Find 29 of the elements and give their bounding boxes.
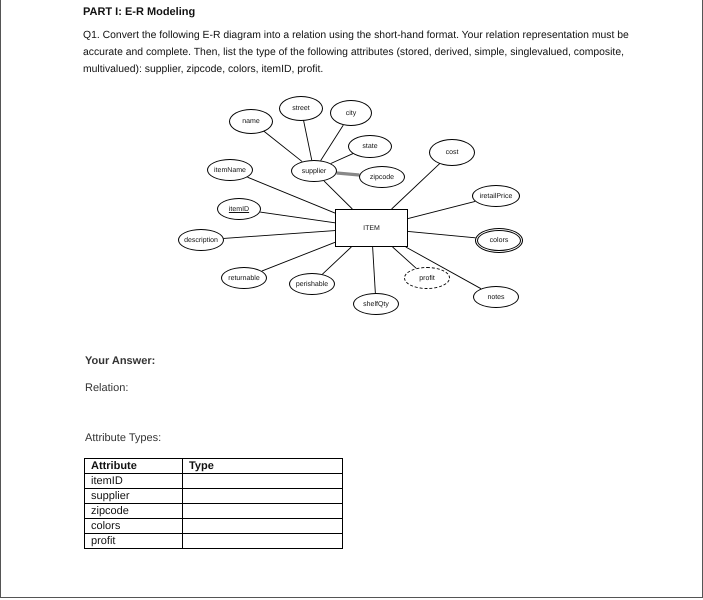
relation-label: Relation: (85, 382, 128, 394)
connector-line (261, 242, 336, 272)
attribute-types-label: Attribute Types: (85, 432, 162, 444)
attribute-cell: supplier (84, 488, 182, 504)
attribute-cell: zipcode (84, 504, 182, 518)
connector-line (303, 120, 312, 160)
connector-line (408, 230, 476, 238)
section-heading: PART I: E-R Modeling (83, 6, 196, 18)
connector-line (322, 246, 352, 275)
attribute-cell: profit (84, 534, 182, 548)
connector-line (263, 130, 303, 162)
connector-line (324, 180, 353, 210)
connector-line (260, 212, 336, 224)
header-cell: Attribute (84, 458, 182, 474)
connector-line (223, 230, 336, 239)
attribute-cell: colors (84, 518, 182, 534)
connector-line (320, 124, 344, 161)
connector-line (336, 171, 360, 177)
connector-line (408, 200, 476, 220)
question-text: Q1. Convert the following E-R diagram into a relation using the short-hand format. Your relation representation must be accurate and complete. Then, list the type of the following attributes (stored, derived, simple, singlevalued, composite, multivalued): supplier, zipcode, colors, itemID, profit. (83, 29, 630, 77)
header-cell: Type (182, 458, 342, 474)
answer-heading: Your Answer: (85, 355, 156, 367)
attribute-cell: itemID (84, 474, 182, 488)
connector-line (392, 246, 417, 269)
connector-line (391, 163, 440, 210)
connector-line (372, 246, 376, 294)
connector-line (330, 153, 354, 164)
connector-line (247, 176, 336, 214)
connector-line (405, 246, 482, 290)
